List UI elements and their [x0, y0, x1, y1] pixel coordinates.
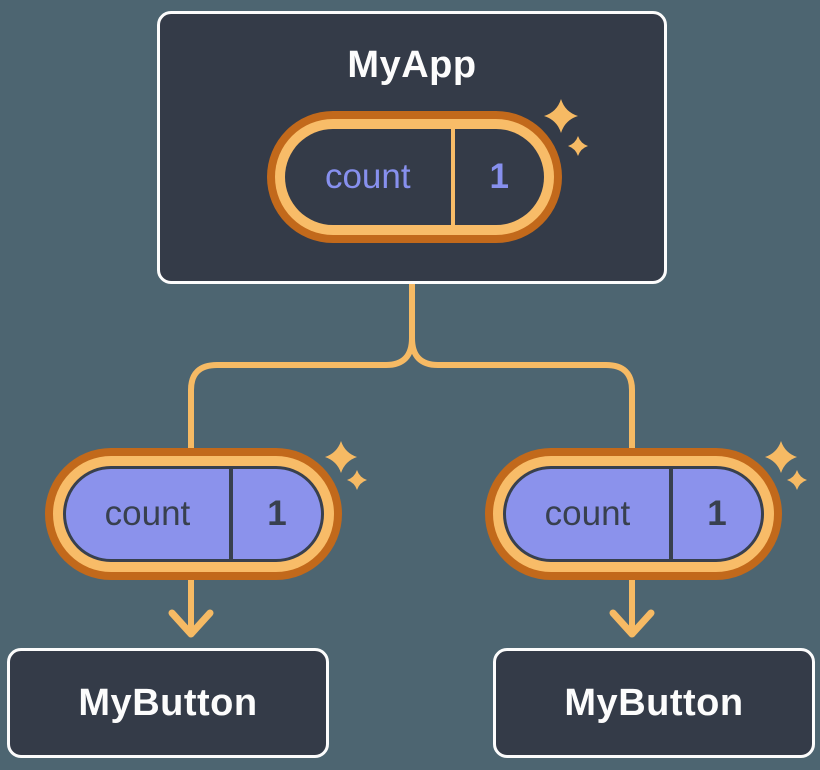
state-pill-root: count 1: [267, 111, 562, 243]
state-pill-ring: count 1: [493, 456, 774, 572]
sparkle-icon: [325, 441, 357, 473]
connector-branch-left: [188, 335, 415, 453]
sparkle-icon: [787, 470, 807, 490]
state-pill-child-right: count 1: [485, 448, 782, 580]
state-value: 1: [489, 157, 509, 196]
state-pill-child-left: count 1: [45, 448, 342, 580]
state-value: 1: [707, 494, 727, 533]
state-pill-ring: count 1: [275, 119, 554, 235]
state-pill-divider: [228, 469, 233, 559]
state-pill-divider: [450, 129, 455, 225]
state-pill-core: count 1: [503, 466, 764, 562]
state-value: 1: [267, 494, 287, 533]
state-pill-ring: count 1: [53, 456, 334, 572]
component-title: MyButton: [564, 681, 744, 724]
component-node-leaf-left: MyButton: [7, 648, 329, 758]
state-pill-core: count 1: [285, 129, 544, 225]
sparkle-icon: [765, 441, 797, 473]
component-title: MyButton: [78, 681, 258, 724]
state-label: count: [544, 494, 631, 533]
arrow-head-left-icon: [168, 609, 214, 638]
state-pill-divider: [668, 469, 673, 559]
state-pill-core: count 1: [63, 466, 324, 562]
state-label: count: [324, 157, 411, 196]
connector-branch-right: [409, 335, 635, 453]
arrow-head-right-icon: [609, 609, 655, 638]
component-node-leaf-right: MyButton: [493, 648, 815, 758]
state-label: count: [104, 494, 191, 533]
component-title: MyApp: [347, 44, 477, 86]
sparkle-icon: [347, 470, 367, 490]
